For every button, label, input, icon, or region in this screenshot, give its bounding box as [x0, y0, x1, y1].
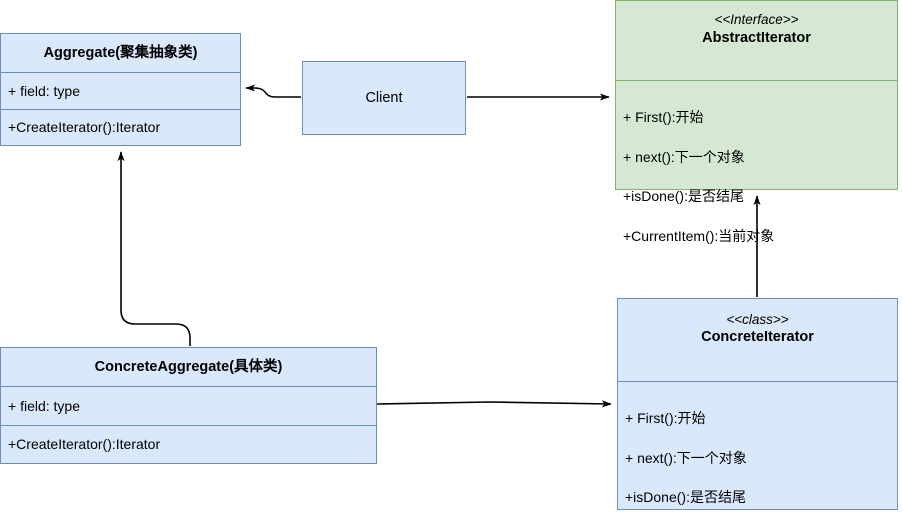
concrete-aggregate-field-row: + field: type — [1, 386, 376, 425]
concrete-iterator-methods: + First():开始 + next():下一个对象 +isDone():是否… — [618, 381, 897, 510]
class-box-client[interactable]: Client — [302, 61, 466, 135]
client-title: Client — [303, 62, 465, 134]
abstract-iterator-methods: + First():开始 + next():下一个对象 +isDone():是否… — [616, 80, 897, 244]
edge-client-to-aggregate — [245, 84, 301, 98]
method-item: + First():开始 — [625, 409, 706, 426]
aggregate-name: Aggregate(聚集抽象类) — [43, 44, 198, 61]
method-item: + next():下一个对象 — [623, 148, 745, 165]
method-item: + First():开始 — [623, 108, 704, 125]
abstract-iterator-title: <<Interface>> AbstractIterator — [616, 1, 897, 80]
concrete-aggregate-name: ConcreteAggregate(具体类) — [94, 358, 283, 375]
edge-concrete-aggregate-to-concrete-iterator — [376, 400, 612, 408]
method-item: +isDone():是否结尾 — [625, 489, 746, 506]
abstract-iterator-name: AbstractIterator — [702, 29, 811, 46]
aggregate-field: + field: type — [8, 82, 80, 99]
aggregate-method: +CreateIterator():Iterator — [8, 119, 161, 136]
class-box-abstract-iterator[interactable]: <<Interface>> AbstractIterator + First()… — [615, 0, 898, 244]
class-box-concrete-aggregate[interactable]: ConcreteAggregate(具体类) + field: type +Cr… — [0, 347, 377, 464]
concrete-aggregate-method-row: +CreateIterator():Iterator — [1, 425, 376, 463]
abstract-iterator-stereotype: <<Interface>> — [714, 12, 799, 27]
aggregate-method-row: +CreateIterator():Iterator — [1, 109, 240, 145]
concrete-iterator-name: ConcreteIterator — [701, 329, 814, 346]
concrete-iterator-stereotype: <<class>> — [726, 311, 789, 327]
class-box-concrete-iterator[interactable]: <<class>> ConcreteIterator + First():开始 … — [617, 298, 898, 510]
aggregate-field-row: + field: type — [1, 72, 240, 109]
concrete-aggregate-field: + field: type — [8, 397, 80, 414]
method-item: + next():下一个对象 — [625, 449, 747, 466]
method-item: +isDone():是否结尾 — [623, 188, 744, 205]
class-box-aggregate[interactable]: Aggregate(聚集抽象类) + field: type +CreateIt… — [0, 33, 241, 146]
aggregate-title: Aggregate(聚集抽象类) — [1, 34, 240, 72]
concrete-aggregate-title: ConcreteAggregate(具体类) — [1, 348, 376, 386]
client-name: Client — [365, 89, 403, 106]
method-item: +CurrentItem():当前对象 — [623, 228, 775, 245]
edge-concrete-aggregate-to-aggregate — [117, 151, 191, 346]
concrete-aggregate-method: +CreateIterator():Iterator — [8, 436, 161, 453]
concrete-iterator-title: <<class>> ConcreteIterator — [618, 299, 897, 381]
